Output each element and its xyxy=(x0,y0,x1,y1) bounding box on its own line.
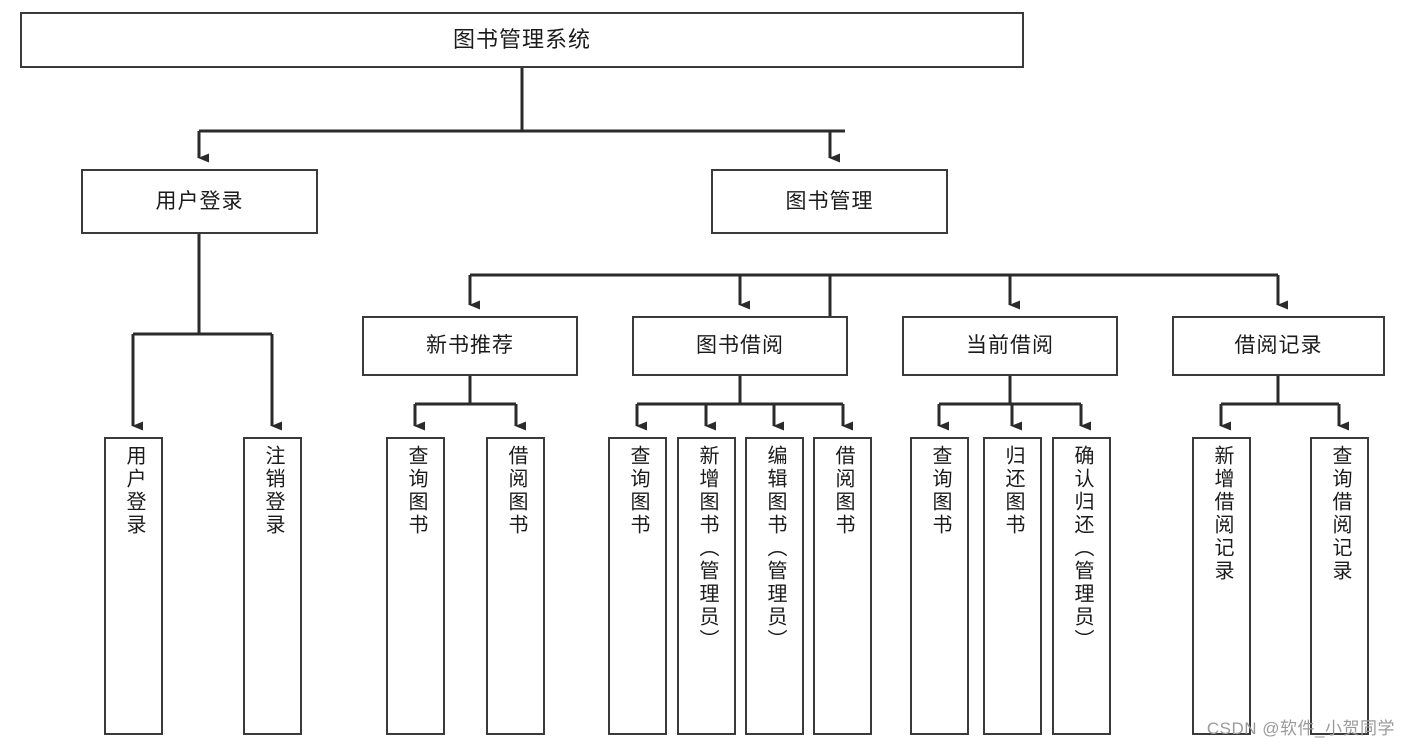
node-label: 新书推荐 xyxy=(426,334,514,358)
node-label: 新增借阅记录 xyxy=(1211,445,1233,583)
node-leaf-return-book[interactable]: 归还图书 xyxy=(983,437,1042,735)
node-label: 编辑图书（管理员） xyxy=(764,445,786,652)
node-label: 图书管理 xyxy=(785,189,874,213)
node-leaf-query-book-1[interactable]: 查询图书 xyxy=(386,437,445,735)
node-leaf-borrow-book-2[interactable]: 借阅图书 xyxy=(813,437,872,735)
node-leaf-query-book-2[interactable]: 查询图书 xyxy=(608,437,667,735)
node-leaf-edit-book[interactable]: 编辑图书（管理员） xyxy=(745,437,804,735)
node-leaf-query-record[interactable]: 查询借阅记录 xyxy=(1310,437,1369,735)
node-new-book-recommend[interactable]: 新书推荐 xyxy=(362,316,578,376)
node-leaf-add-record[interactable]: 新增借阅记录 xyxy=(1192,437,1251,735)
node-leaf-query-book-3[interactable]: 查询图书 xyxy=(910,437,969,735)
node-leaf-user-login[interactable]: 用户登录 xyxy=(104,437,163,735)
node-label: 归还图书 xyxy=(1002,445,1024,537)
node-current-borrow[interactable]: 当前借阅 xyxy=(902,316,1118,376)
node-label: 确认归还（管理员） xyxy=(1071,445,1093,652)
node-label: 图书管理系统 xyxy=(452,26,591,52)
node-root-system[interactable]: 图书管理系统 xyxy=(20,12,1024,68)
node-leaf-confirm-return[interactable]: 确认归还（管理员） xyxy=(1052,437,1111,735)
node-label: 图书借阅 xyxy=(696,334,784,358)
node-label: 借阅图书 xyxy=(505,445,527,537)
node-label: 查询图书 xyxy=(405,445,427,537)
node-book-manage[interactable]: 图书管理 xyxy=(711,169,948,234)
node-label: 用户登录 xyxy=(155,189,244,213)
node-label: 当前借阅 xyxy=(966,334,1054,358)
node-label: 借阅记录 xyxy=(1234,334,1323,358)
node-label: 查询图书 xyxy=(929,445,951,537)
node-leaf-add-book[interactable]: 新增图书（管理员） xyxy=(677,437,736,735)
node-label: 查询借阅记录 xyxy=(1329,445,1351,583)
node-leaf-borrow-book-1[interactable]: 借阅图书 xyxy=(486,437,545,735)
node-label: 注销登录 xyxy=(262,445,284,537)
node-user-login[interactable]: 用户登录 xyxy=(81,169,318,234)
node-borrow-record[interactable]: 借阅记录 xyxy=(1172,316,1385,376)
node-label: 用户登录 xyxy=(123,445,145,537)
node-leaf-logout[interactable]: 注销登录 xyxy=(243,437,302,735)
node-label: 查询图书 xyxy=(627,445,649,537)
watermark-text: CSDN @软件_小贺同学 xyxy=(1206,719,1395,738)
node-label: 借阅图书 xyxy=(832,445,854,537)
node-label: 新增图书（管理员） xyxy=(696,445,718,652)
node-book-borrow[interactable]: 图书借阅 xyxy=(632,316,848,376)
